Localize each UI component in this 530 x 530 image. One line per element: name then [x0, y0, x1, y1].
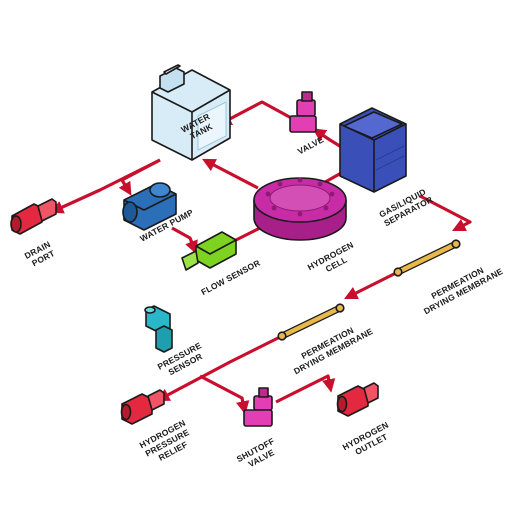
pipes [49, 100, 472, 415]
pipe-cell-to-tank [202, 158, 259, 190]
pipe-membrane2-to-relief [156, 334, 283, 402]
shutoff-valve-label: SHUTOFF VALVE [235, 435, 283, 473]
pipe-junction-to-shutoff [199, 374, 250, 415]
pressure-relief-label: HYDROGEN PRESSURE RELIEF [138, 416, 199, 468]
pressure-relief-icon [120, 389, 165, 425]
separator-label: GAS/LIQUID SEPARATOR [377, 185, 434, 228]
pipe-separator-to-valve [312, 128, 344, 150]
water-pump-icon [122, 182, 177, 231]
pipe-shutoff-to-outlet [275, 374, 336, 404]
flow-sensor-icon [181, 231, 237, 271]
pressure-sensor-icon [144, 305, 173, 353]
drain-port-icon [10, 198, 57, 235]
drain-port-label: DRAIN PORT [23, 238, 59, 270]
hydrogen-outlet-label: HYDROGEN OUTLET [341, 418, 397, 461]
membrane-1-icon [393, 239, 461, 277]
water-tank-icon [151, 64, 231, 161]
hydrogen-cell-label: HYDROGEN CELL [306, 238, 362, 281]
pipe-tank-to-pump [118, 158, 161, 196]
hydrogen-outlet-icon [336, 382, 379, 417]
shutoff-valve-icon [243, 387, 273, 427]
separator-icon [339, 107, 407, 193]
membrane-2-icon [277, 303, 345, 341]
pipe-membrane1-to-membrane2 [343, 270, 399, 300]
pipe-separator-to-membrane1 [419, 194, 472, 232]
valve-label: VALVE [296, 134, 326, 156]
pipe-valve-to-tank [218, 100, 296, 126]
membrane-1-label: PERMEATION DRYING MEMBRANE [417, 257, 504, 316]
hydrogen-cell-icon [253, 177, 347, 241]
valve-icon [289, 91, 317, 133]
pipe-pump-to-flow [171, 226, 198, 255]
